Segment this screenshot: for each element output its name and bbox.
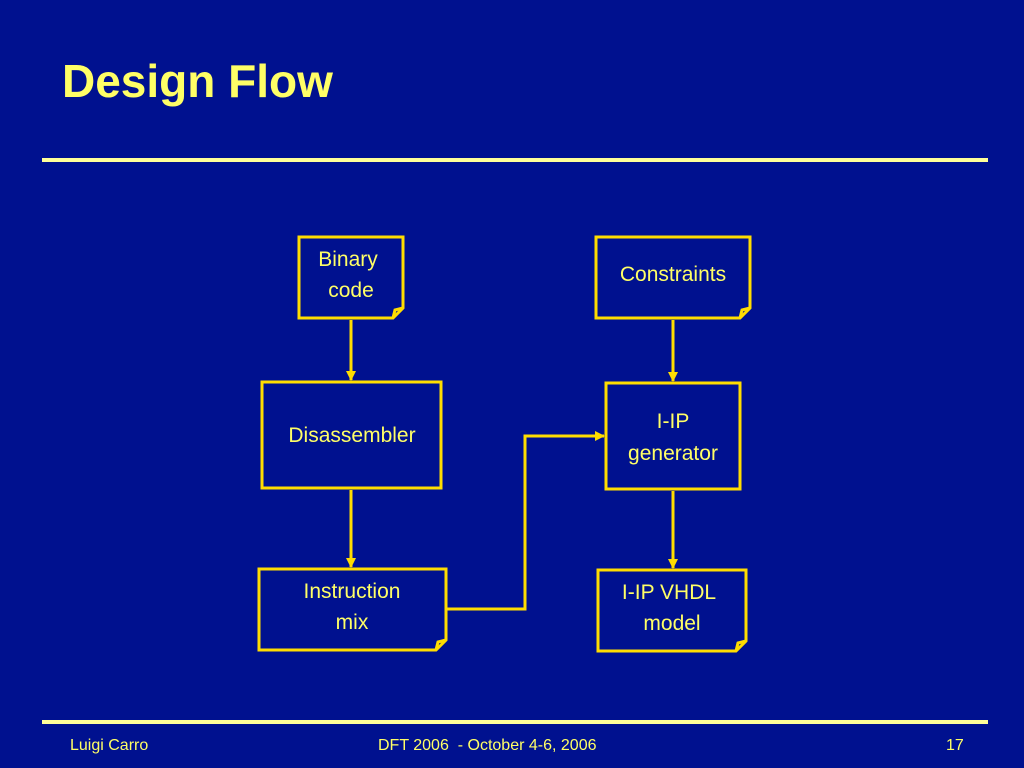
- iip-vhdl-model-label-line1: I-IP VHDL: [622, 581, 716, 604]
- footer-page-number: 17: [946, 737, 964, 754]
- iip-generator-label-line1: I-IP: [657, 410, 690, 433]
- binary-code-node: Binary code: [297, 235, 405, 320]
- constraints-label: Constraints: [620, 263, 726, 286]
- instruction-mix-label-line1: Instruction: [304, 580, 401, 603]
- instruction-mix-node: Instruction mix: [257, 567, 448, 652]
- constraints-node: Constraints: [594, 235, 752, 320]
- disassembler-label: Disassembler: [288, 424, 415, 447]
- disassembler-node: Disassembler: [260, 380, 443, 490]
- footer-author: Luigi Carro: [70, 737, 149, 754]
- iip-vhdl-model-node: I-IP VHDL model: [596, 568, 748, 653]
- instruction-mix-label-line2: mix: [336, 611, 369, 634]
- iip-generator-node: I-IP generator: [604, 381, 742, 491]
- title-divider: [42, 158, 988, 162]
- iip-generator-label-line2: generator: [628, 442, 718, 465]
- arrow-instruction-mix-to-generator: [447, 431, 605, 611]
- binary-code-label-line1: Binary: [318, 248, 378, 271]
- slide-title: Design Flow: [62, 55, 333, 107]
- footer-event: DFT 2006 - October 4-6, 2006: [378, 737, 597, 754]
- iip-vhdl-model-label-line2: model: [643, 612, 700, 635]
- binary-code-label-line2: code: [328, 279, 374, 302]
- footer-divider: [42, 720, 988, 724]
